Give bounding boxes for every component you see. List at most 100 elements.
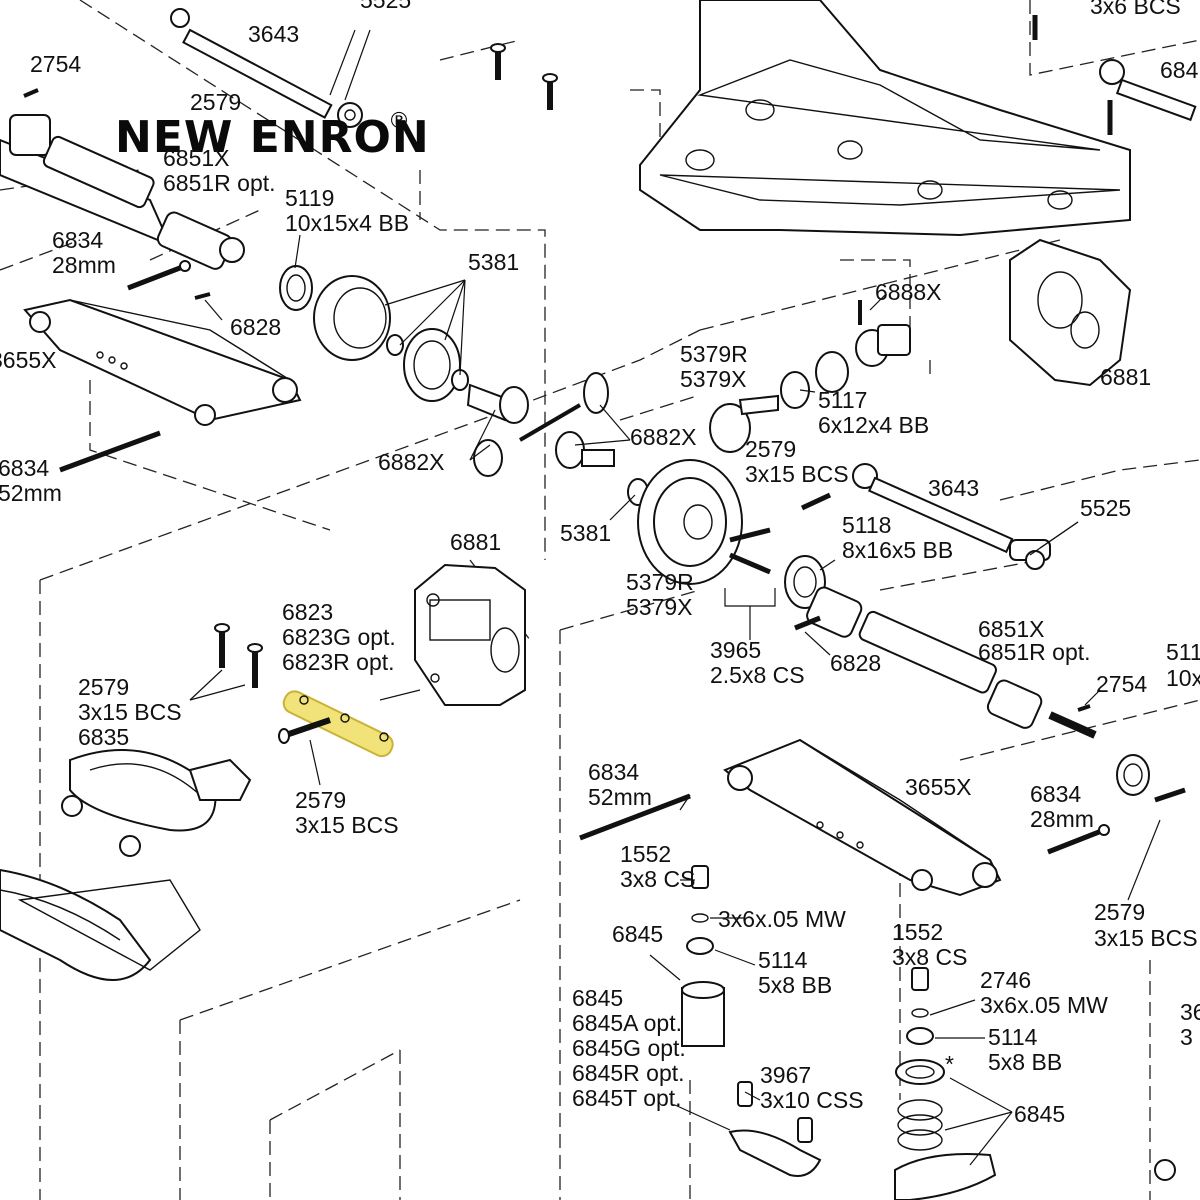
label-6881: 6881: [1100, 364, 1151, 390]
label-2746: 2746: [980, 967, 1031, 993]
label-6834-d: 6834: [1030, 781, 1081, 807]
bracket-6823-highlighted: [282, 690, 394, 758]
label-511: 511: [1166, 639, 1200, 665]
label-2579-c: 2579: [78, 674, 129, 700]
label-6851x: 6851X: [163, 145, 230, 171]
differential-case: [313, 275, 469, 402]
label-5114-b: 5114: [988, 1024, 1038, 1050]
label-mw: 3x6x.05 MW: [718, 906, 846, 932]
bearing-5119: [279, 265, 313, 311]
label-684: 684: [1160, 57, 1199, 83]
label-1552-spec: 3x8 CS: [620, 866, 695, 892]
label-6845r-opt: 6845R opt.: [572, 1060, 685, 1086]
label-6845: 6845: [612, 921, 663, 947]
label-2579-e-spec: 3x15 BCS: [1094, 925, 1198, 951]
label-6845a-opt: 6845A opt.: [572, 1010, 682, 1036]
label-6834-c-spec: 52mm: [588, 784, 652, 810]
label-3655x-b: 3655X: [905, 774, 972, 800]
bevel-gears: [466, 372, 649, 506]
screws-bracket: [214, 15, 1186, 803]
label-5118-spec: 8x16x5 BB: [842, 537, 953, 563]
chassis-plate: [639, 0, 1131, 237]
label-3967-spec: 3x10 CSS: [760, 1087, 864, 1113]
label-6851r: 6851R opt.: [163, 170, 276, 196]
turnbuckle-upper-left: [170, 8, 363, 128]
part-labels: 3643 5525 2754 2579 6851X 6851R opt. 511…: [0, 0, 1200, 1127]
label-6845-c: 6845: [1014, 1101, 1065, 1127]
label-3x6-bcs: 3x6 BCS: [1090, 0, 1181, 19]
label-6834-b: 6834: [0, 455, 49, 481]
label-2579-b: 2579: [745, 436, 796, 462]
label-1552-b-spec: 3x8 CS: [892, 944, 967, 970]
label-5381: 5381: [468, 249, 519, 275]
driveshaft-upper-left: [0, 114, 245, 270]
label-6834-spec: 28mm: [52, 252, 116, 278]
label-2579-d: 2579: [295, 787, 346, 813]
label-6834-b-spec: 52mm: [0, 480, 62, 506]
label-2579-c-spec: 3x15 BCS: [78, 699, 182, 725]
bumper-mount-6835: [61, 749, 252, 857]
label-3967: 3967: [760, 1062, 811, 1088]
label-3643-b: 3643: [928, 475, 979, 501]
steering-post-right: [894, 967, 997, 1200]
label-6828-b: 6828: [830, 650, 881, 676]
label-6823g: 6823G opt.: [282, 624, 396, 650]
label-3643: 3643: [248, 21, 299, 47]
leader-lines: [189, 29, 1161, 1166]
pins: [23, 88, 1110, 855]
label-2579-e: 2579: [1094, 899, 1145, 925]
label-5379r-b: 5379R: [626, 569, 694, 595]
label-6851r-b: 6851R opt.: [978, 639, 1091, 665]
label-6834-d-spec: 28mm: [1030, 806, 1094, 832]
steering-post-left: [681, 865, 822, 1177]
suspension-arm-left: [23, 298, 302, 426]
registered-mark: ®: [388, 109, 410, 134]
label-2754-b: 2754: [1096, 671, 1147, 697]
label-6835: 6835: [78, 724, 129, 750]
pinion-stack: [709, 300, 911, 453]
label-5379x-b: 5379X: [626, 594, 693, 620]
bumper-fragment: [0, 868, 201, 981]
ring-gear: [637, 459, 771, 585]
label-5381-b: 5381: [560, 520, 611, 546]
label-5118: 5118: [842, 512, 891, 538]
label-3: 3: [1180, 1024, 1193, 1050]
label-5114-b-spec: 5x8 BB: [988, 1049, 1062, 1075]
label-5117: 5117: [818, 387, 867, 413]
label-6881-b: 6881: [450, 529, 501, 555]
label-6828: 6828: [230, 314, 281, 340]
label-6845t-opt: 6845T opt.: [572, 1085, 682, 1111]
label-6834: 6834: [52, 227, 103, 253]
label-5525-b: 5525: [1080, 495, 1131, 521]
label-6851x-b: 6851X: [978, 616, 1045, 642]
label-5114: 5114: [758, 947, 808, 973]
label-2754: 2754: [30, 51, 81, 77]
label-2579-d-spec: 3x15 BCS: [295, 812, 399, 838]
label-3965: 3965: [710, 637, 761, 663]
label-6845g-opt: 6845G opt.: [572, 1035, 686, 1061]
rod-end-top-right: [1099, 59, 1197, 1181]
gearbox-housing-center: [414, 563, 526, 706]
turnbuckle-right: [852, 463, 1051, 570]
suspension-arm-right: [723, 738, 1002, 897]
label-10x: 10x: [1166, 665, 1200, 691]
label-1552: 1552: [620, 841, 671, 867]
label-6823: 6823: [282, 599, 333, 625]
label-6882x: 6882X: [378, 449, 445, 475]
label-6834-c: 6834: [588, 759, 639, 785]
label-3655x: 3655X: [0, 347, 57, 373]
label-5119-spec: 10x15x4 BB: [285, 210, 409, 236]
label-6845-b: 6845: [572, 985, 623, 1011]
label-5379x: 5379X: [680, 366, 747, 392]
label-5117-spec: 6x12x4 BB: [818, 412, 929, 438]
label-3965-spec: 2.5x8 CS: [710, 662, 805, 688]
label-6888x: 6888X: [875, 279, 942, 305]
gearbox-housing-right: [1009, 238, 1132, 387]
label-1552-b: 1552: [892, 919, 943, 945]
driveshaft-right: [806, 586, 1150, 796]
label-6823r: 6823R opt.: [282, 649, 395, 675]
label-5525: 5525: [360, 0, 411, 13]
label-5379r: 5379R: [680, 341, 748, 367]
